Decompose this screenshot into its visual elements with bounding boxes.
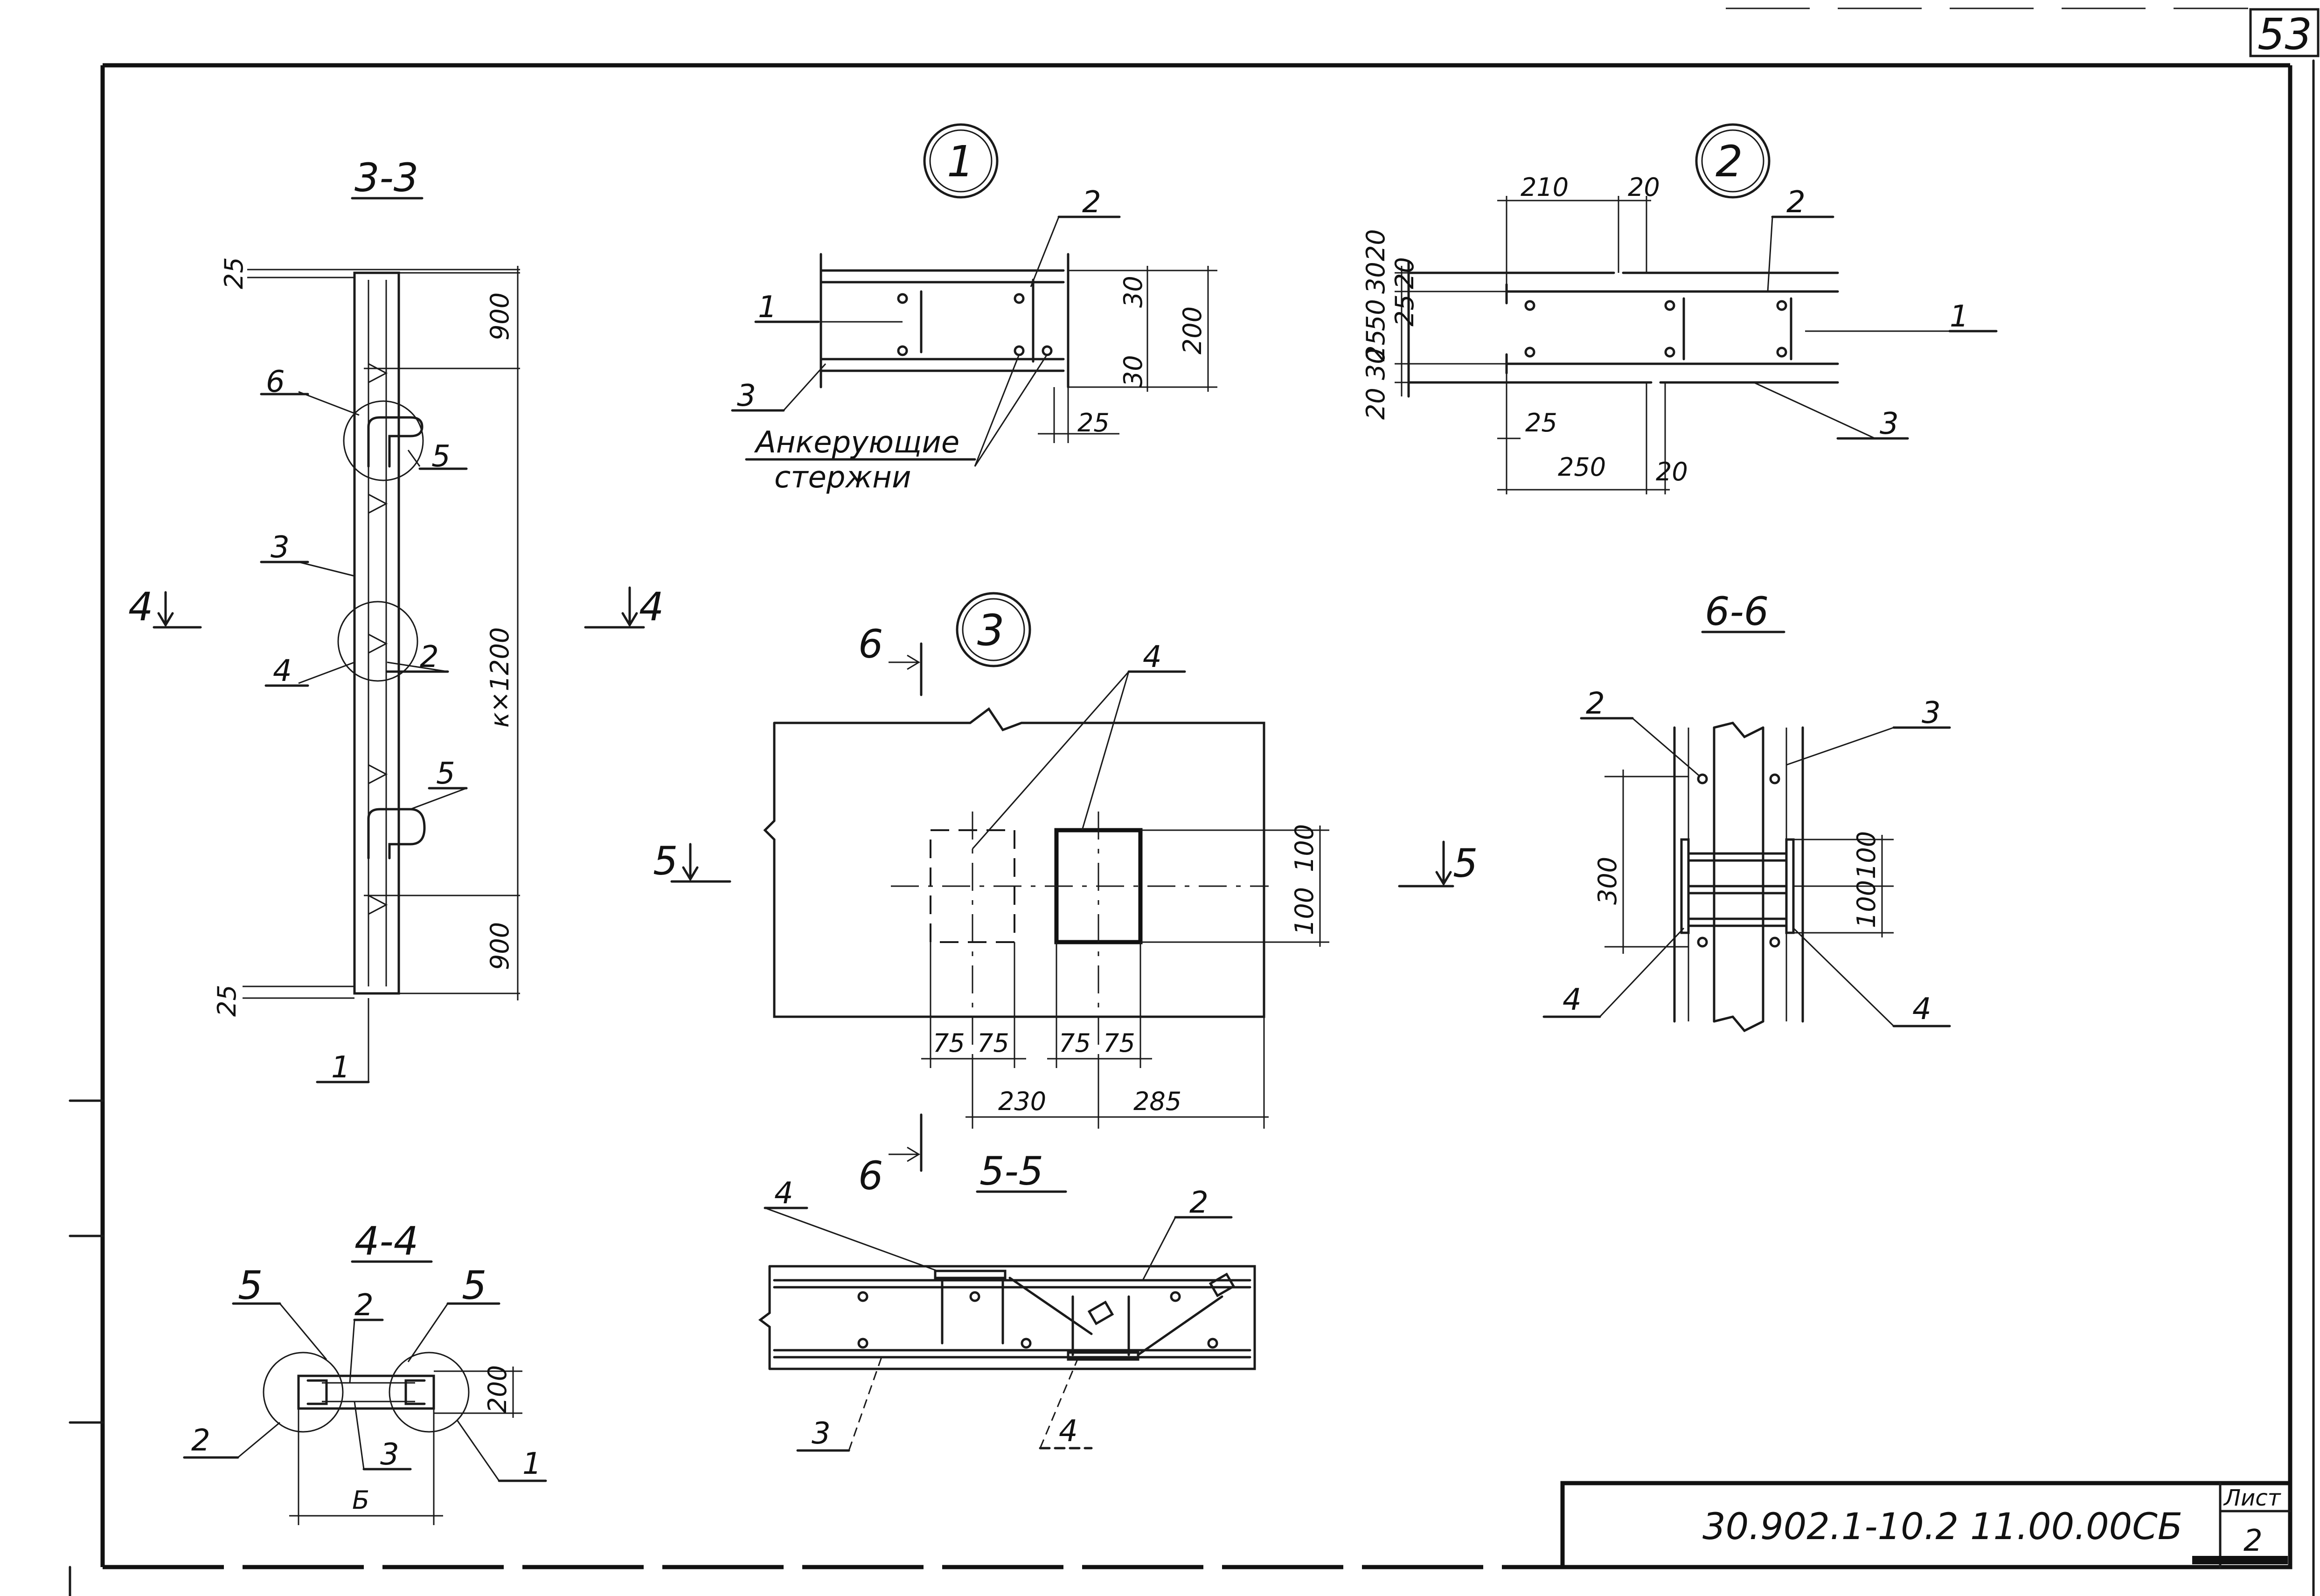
pos-5-lower: 5 xyxy=(436,756,455,791)
sec-6-6-pos-3: 3 xyxy=(1922,696,1941,730)
node-2-v-25a: 25 xyxy=(1390,294,1419,326)
node-3-dim-100-bottom: 100 xyxy=(1290,887,1319,935)
node-2-v-50: 50 xyxy=(1361,299,1390,331)
node-1-note-line2: стержни xyxy=(774,460,911,495)
sec-6-6-pos-4-left: 4 xyxy=(1563,983,1582,1017)
node-2-v-20a: 20 xyxy=(1361,229,1390,261)
node-3-dim-75c: 75 xyxy=(1059,1028,1091,1058)
dim-25-top: 25 xyxy=(219,257,249,289)
node-1-note-line1: Анкерующие xyxy=(754,425,959,460)
pos-3: 3 xyxy=(271,530,290,565)
node-1-pos-3: 3 xyxy=(737,379,756,413)
node-3-dim-75b: 75 xyxy=(977,1028,1009,1058)
node-3-dim-285: 285 xyxy=(1133,1087,1181,1116)
dim-kx1200: к×1200 xyxy=(485,627,514,728)
sec-5-5-pos-3: 3 xyxy=(812,1416,831,1451)
dim-25-bottom: 25 xyxy=(212,985,242,1017)
section-6-6: 6-6 300 100 100 2 3 xyxy=(1542,589,1951,1033)
section-3-3-title: 3-3 xyxy=(354,155,418,201)
sec-4-4-pos-1: 1 xyxy=(522,1447,542,1481)
section-6-6-title: 6-6 xyxy=(1705,589,1769,634)
dim-900-top: 900 xyxy=(485,292,514,340)
node-2-pos-1: 1 xyxy=(1950,299,1969,334)
node-1-dim-30-top: 30 xyxy=(1118,276,1148,308)
sec-4-4-pos-2-left: 2 xyxy=(191,1423,210,1458)
sec-4-4-pos-3: 3 xyxy=(380,1437,399,1472)
node-1-dim-30-bottom: 30 xyxy=(1118,355,1148,387)
pos-6: 6 xyxy=(266,365,285,399)
sec-5-5-pos-4-top: 4 xyxy=(774,1176,793,1211)
pos-4: 4 xyxy=(273,654,292,688)
node-2: 2 210 20 20 30 20 50 25 25 xyxy=(1361,123,1998,494)
section-5-5-title: 5-5 xyxy=(979,1148,1043,1194)
sec-5-5-pos-2: 2 xyxy=(1189,1186,1209,1220)
node-1-dim-25: 25 xyxy=(1077,408,1110,437)
node-2-dim-210: 210 xyxy=(1521,173,1569,202)
section-4-4-title: 4-4 xyxy=(354,1218,418,1264)
node-3-id: 3 xyxy=(977,605,1005,655)
sec-4-4-pos-5-right: 5 xyxy=(462,1263,486,1308)
node-1-dim-200: 200 xyxy=(1178,306,1207,354)
sec-6-6-pos-4-right: 4 xyxy=(1912,992,1931,1027)
dim-900-bottom: 900 xyxy=(485,922,514,970)
node-2-v-30a: 30 xyxy=(1361,262,1390,294)
node-2-dim-250: 250 xyxy=(1558,452,1606,482)
sec-6-6-dim-100-top: 100 xyxy=(1852,831,1881,879)
node-3-pos-4: 4 xyxy=(1143,640,1162,674)
node-3-dim-75d: 75 xyxy=(1103,1028,1135,1058)
pos-2: 2 xyxy=(420,640,439,674)
sec-6-6-dim-300: 300 xyxy=(1593,857,1622,905)
sec-4-4-pos-2-top: 2 xyxy=(354,1288,374,1323)
cut-6-bottom: 6 xyxy=(858,1153,883,1199)
node-2-dim-20-bottom: 20 xyxy=(1656,457,1688,486)
node-3: 3 100 100 75 75 75 75 230 285 4 6 xyxy=(653,592,1478,1199)
node-2-id: 2 xyxy=(1716,137,1743,187)
node-2-pos-2: 2 xyxy=(1786,185,1806,220)
node-1-id: 1 xyxy=(947,137,974,187)
node-2-dim-20-top: 20 xyxy=(1628,173,1660,202)
list-number: 2 xyxy=(2244,1524,2263,1558)
node-2-v-20c: 20 xyxy=(1361,388,1390,420)
list-label: Лист xyxy=(2223,1485,2282,1511)
node-3-dim-100-top: 100 xyxy=(1290,824,1319,872)
node-3-dim-75a: 75 xyxy=(933,1028,965,1058)
node-2-dim-25: 25 xyxy=(1525,408,1557,437)
section-4-4: 4-4 200 Б 5 2 5 2 3 1 xyxy=(183,1218,547,1525)
cut-4-left: 4 xyxy=(128,584,153,630)
sec-4-4-pos-5-left: 5 xyxy=(238,1263,263,1308)
cut-5-right: 5 xyxy=(1453,840,1478,886)
node-2-pos-3: 3 xyxy=(1880,407,1899,441)
sec-4-4-dim-200: 200 xyxy=(483,1365,512,1413)
sec-6-6-pos-2: 2 xyxy=(1586,687,1605,721)
document-code: 30.902.1-10.2 11.00.00СБ xyxy=(1702,1506,2182,1548)
cut-5-left: 5 xyxy=(653,838,678,884)
page-number: 53 xyxy=(2257,9,2312,59)
pos-5-upper: 5 xyxy=(431,439,451,474)
page-number-box: 53 xyxy=(2249,8,2320,59)
node-2-v-20b: 20 xyxy=(1390,257,1419,289)
section-5-5: 5-5 4 2 3 4 xyxy=(758,1148,1256,1452)
sec-4-4-dim-b: Б xyxy=(352,1485,369,1515)
cut-6-top: 6 xyxy=(858,621,883,667)
sec-6-6-dim-100-bottom: 100 xyxy=(1852,880,1881,928)
node-2-v-30b: 30 xyxy=(1361,348,1390,380)
node-1-pos-1: 1 xyxy=(758,290,777,325)
node-1: 1 30 200 30 25 2 1 3 Анкерую xyxy=(731,123,1217,495)
node-3-dim-230: 230 xyxy=(998,1087,1046,1116)
title-block: 30.902.1-10.2 11.00.00СБ Лист 2 xyxy=(1560,1481,2292,1569)
section-3-3: 3-3 25 900 к×1200 900 25 xyxy=(128,155,664,1085)
sec-5-5-pos-4-bottom: 4 xyxy=(1059,1414,1078,1449)
cut-4-right: 4 xyxy=(639,584,664,630)
node-2-v-25b: 25 xyxy=(1361,329,1390,361)
pos-1: 1 xyxy=(331,1050,350,1085)
node-1-pos-2: 2 xyxy=(1082,185,1101,220)
